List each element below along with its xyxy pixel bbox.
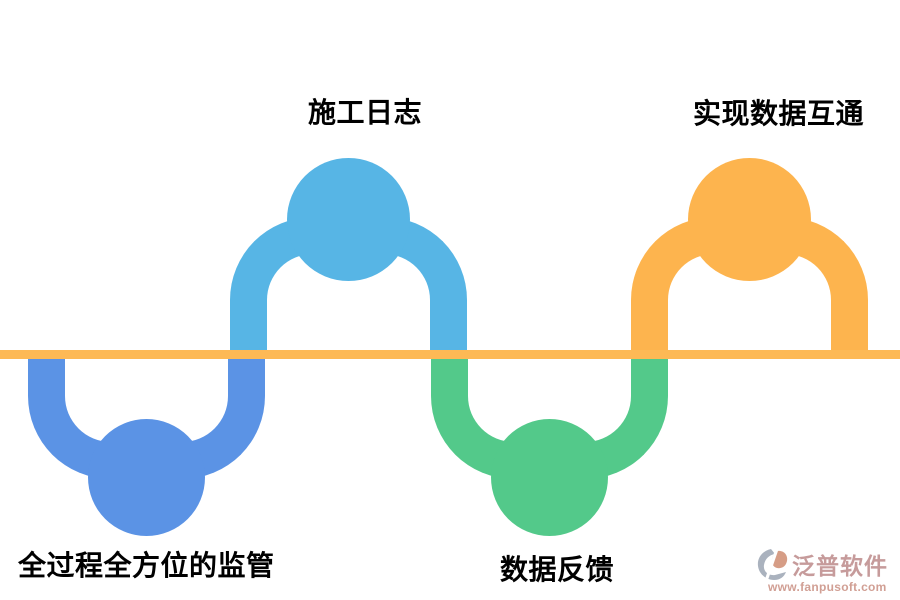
brand-watermark: 泛普软件 www.fanpusoft.com (756, 547, 896, 594)
node-circle-data-interop (688, 158, 811, 281)
node-label-supervision: 全过程全方位的监管 (18, 550, 275, 581)
node-label-construction-log: 施工日志 (308, 97, 423, 128)
timeline-axis (0, 350, 900, 359)
node-label-data-feedback: 数据反馈 (500, 554, 615, 585)
node-circle-data-feedback (491, 419, 608, 536)
fanpu-logo-icon (756, 547, 790, 581)
node-circle-supervision (88, 419, 205, 536)
node-circle-construction-log (287, 158, 410, 281)
node-label-data-interop: 实现数据互通 (693, 98, 865, 129)
brand-url: www.fanpusoft.com (768, 580, 887, 594)
brand-name: 泛普软件 (792, 553, 888, 579)
